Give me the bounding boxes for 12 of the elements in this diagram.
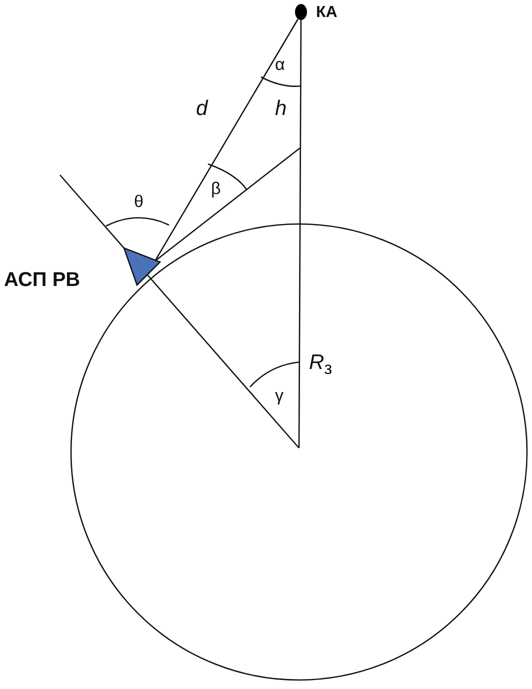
angle-label: h <box>275 98 287 119</box>
angle-label: γ <box>275 387 284 404</box>
angle-label: α <box>275 56 285 73</box>
angle-label: β <box>211 180 221 197</box>
line <box>154 18 299 262</box>
node-label: КА <box>316 5 338 21</box>
station-triangle <box>122 246 162 286</box>
angle-label: θ <box>134 193 144 210</box>
node-label: АСП РВ <box>4 270 80 290</box>
edge-label: d <box>196 98 208 119</box>
spacecraft-dot <box>295 4 307 20</box>
angle-label: R$_{з}$ <box>309 352 332 378</box>
